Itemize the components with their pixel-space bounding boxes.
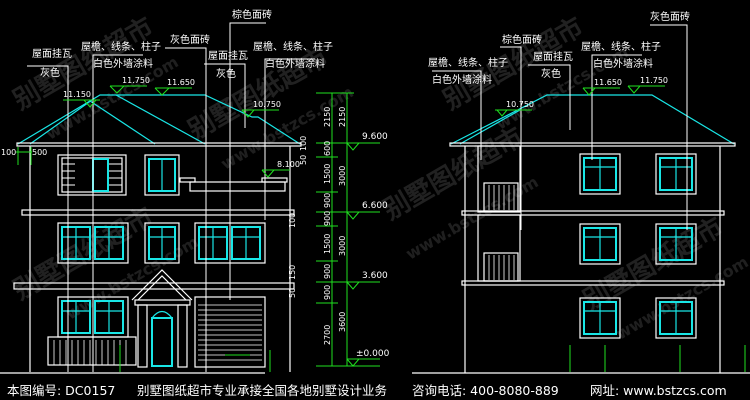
- dimension-text: 3600: [338, 312, 347, 332]
- front-elevation: 屋面挂瓦 灰色 屋檐、线条、柱子 白色外墙涂料 灰色面砖 屋面挂瓦 灰色 棕色面…: [0, 8, 390, 374]
- watermark-text: 别墅图纸超市: [182, 41, 333, 146]
- dimension-text: 2150: [323, 107, 332, 127]
- dimension-text: 100: [299, 136, 308, 151]
- dimension-text: 50: [299, 155, 308, 165]
- elevation-mark: 11.750: [640, 76, 668, 85]
- elevation-mark: 10.750: [253, 100, 281, 109]
- dimension-chain: [316, 92, 380, 367]
- floor-band: [461, 280, 725, 286]
- dimension-text: 2150: [338, 107, 347, 127]
- annotation-label: 灰色面砖: [650, 10, 690, 23]
- dimension-text: 900: [323, 193, 332, 208]
- annotation-label: 白色外墙涂料: [93, 57, 153, 70]
- dimension-text: 900: [323, 285, 332, 300]
- drawing-number: 本图编号: DC0157: [7, 383, 116, 398]
- annotation-label: 灰色面砖: [170, 33, 210, 46]
- eave-band: [16, 142, 302, 147]
- elevation-mark: 11.150: [63, 90, 91, 99]
- annotation-label: 白色外墙涂料: [432, 73, 492, 86]
- windows: [579, 153, 697, 339]
- level-mark: 3.600: [362, 271, 388, 281]
- annotation-label: 屋面挂瓦: [32, 47, 72, 60]
- roof-hip-line: [89, 100, 156, 145]
- service-text: 别墅图纸超市专业承接全国各地别墅设计业务: [137, 383, 388, 398]
- dimension-text: 100: [288, 213, 297, 228]
- elevation-mark: 11.650: [167, 78, 195, 87]
- side-elevation: 灰色面砖 棕色面砖 屋檐、线条、柱子 白色外墙涂料 屋面挂瓦 灰色 屋檐、线条、…: [119, 10, 750, 374]
- elevation-mark: 11.650: [594, 78, 622, 87]
- dimension-text: 1500: [323, 164, 332, 184]
- portico-gable: [131, 269, 193, 301]
- level-mark: ±0.000: [356, 349, 390, 359]
- dimension-text: 1500: [323, 234, 332, 254]
- floor-band: [461, 210, 725, 216]
- roof-outline: [450, 94, 735, 145]
- dimension-text: 150: [288, 265, 297, 280]
- annotation-label: 棕色面砖: [502, 33, 542, 46]
- footer-bar: 本图编号: DC0157 别墅图纸超市专业承接全国各地别墅设计业务 咨询电话: …: [0, 377, 750, 399]
- annotation-label: 屋檐、线条、柱子: [81, 40, 161, 53]
- annotation-label: 屋面挂瓦: [208, 49, 248, 62]
- dimension-text: 2700: [323, 325, 332, 345]
- roof-hip-line: [115, 94, 206, 145]
- phone-number: 咨询电话: 400-8080-889: [412, 383, 559, 398]
- balcony-railing: [189, 181, 286, 192]
- dimension-text: 500: [32, 148, 47, 157]
- elevation-mark: 8.100: [277, 160, 300, 169]
- dimension-text: 600: [323, 141, 332, 156]
- window: [92, 158, 109, 192]
- porch-railing: [47, 336, 137, 366]
- roof-hip-line: [29, 99, 93, 145]
- dimension-text: 100: [1, 148, 16, 157]
- annotation-label: 屋檐、线条、柱子: [428, 56, 508, 69]
- dimension-text: 900: [323, 211, 332, 226]
- annotation-label: 白色外墙涂料: [265, 57, 325, 70]
- annotation-label: 灰色: [541, 67, 561, 80]
- website-link[interactable]: 网址: www.bstzcs.com: [590, 383, 727, 398]
- dimension-text: 3000: [338, 166, 347, 186]
- annotation-label: 白色外墙涂料: [593, 57, 653, 70]
- annotation-label: 灰色: [216, 67, 236, 80]
- level-mark: 9.600: [362, 132, 388, 142]
- annotation-label: 棕色面砖: [232, 8, 272, 21]
- annotation-label: 屋檐、线条、柱子: [581, 40, 661, 53]
- annotation-label: 屋面挂瓦: [533, 50, 573, 63]
- balcony-railing: [483, 182, 519, 212]
- dimension-text: 3000: [338, 236, 347, 256]
- annotation-label: 灰色: [40, 66, 60, 79]
- elevation-mark: 10.750: [506, 100, 534, 109]
- front-door: [151, 317, 173, 367]
- floor-band: [13, 282, 295, 290]
- annotation-label: 屋檐、线条、柱子: [253, 40, 333, 53]
- level-mark: 6.600: [362, 201, 388, 211]
- floor-band: [21, 209, 295, 216]
- dimension-text: 50: [288, 288, 297, 298]
- dimension-text: 900: [323, 264, 332, 279]
- elevation-mark: 11.750: [122, 76, 150, 85]
